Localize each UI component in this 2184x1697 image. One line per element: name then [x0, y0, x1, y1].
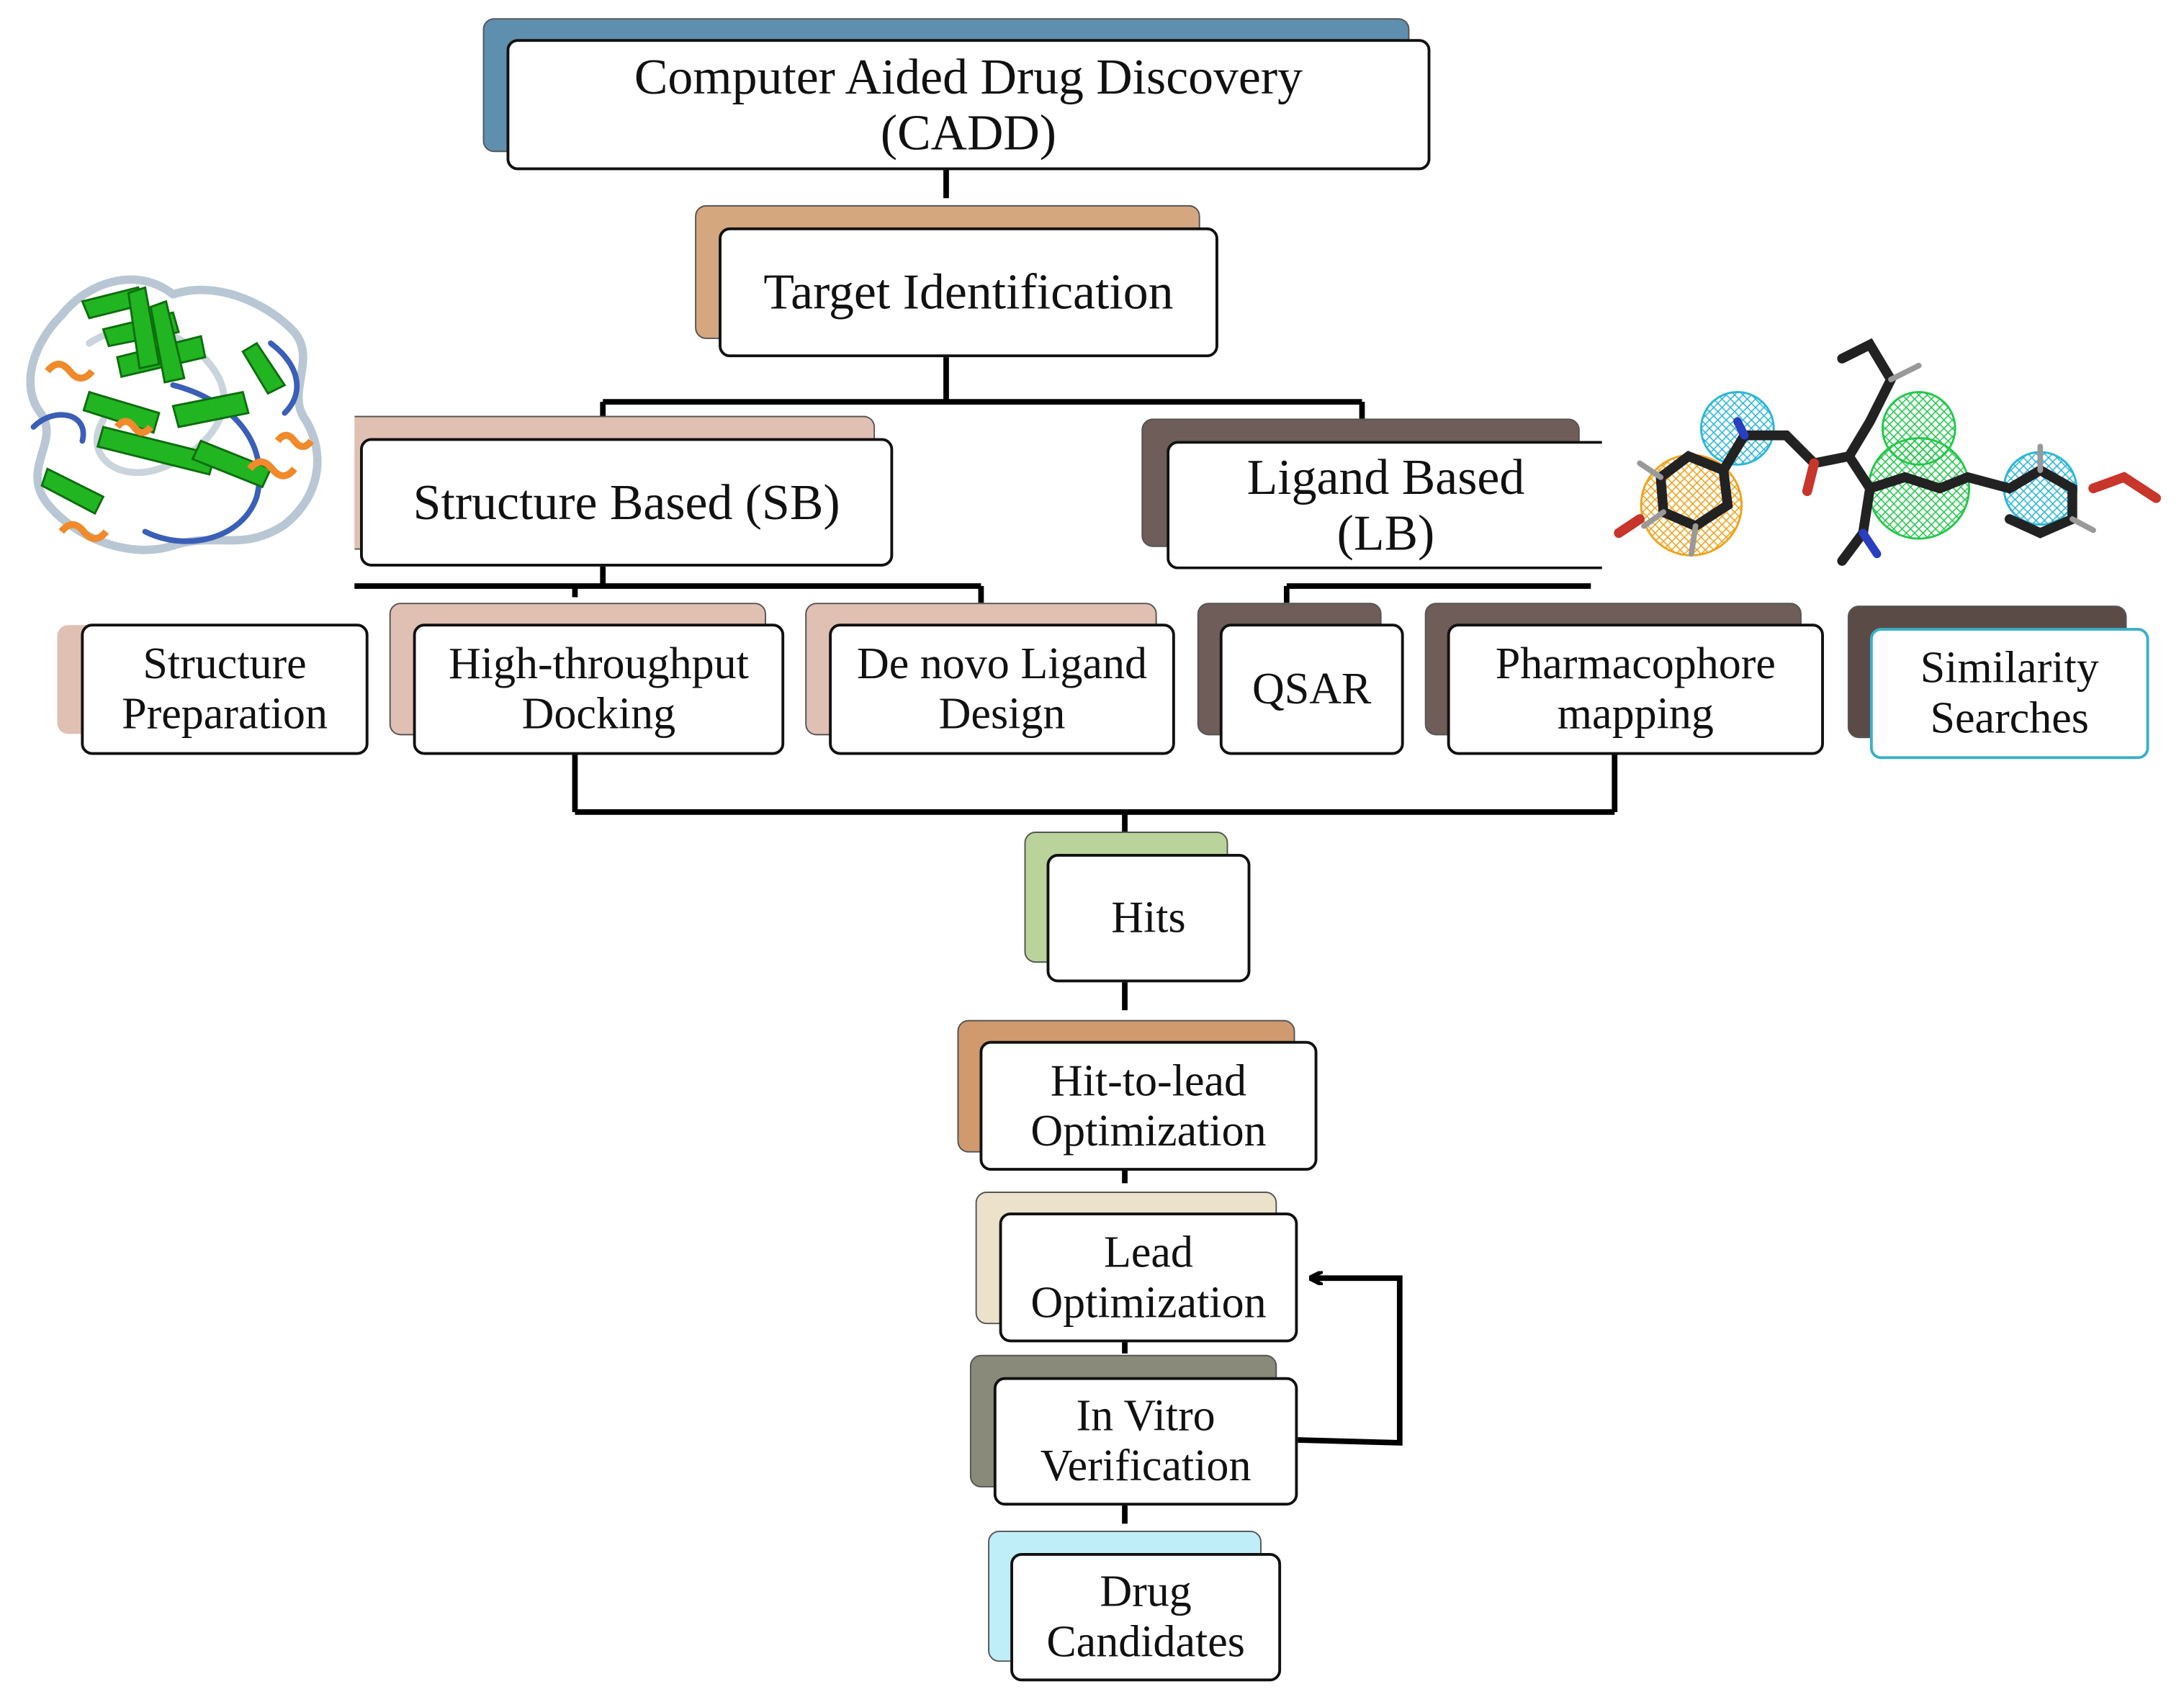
protein-ribbon-icon — [26, 275, 322, 554]
docking-line2: Docking — [521, 688, 676, 739]
lead-optimization-box: Lead Optimization — [999, 1212, 1298, 1343]
cadd-title-line1: Computer Aided Drug Discovery — [634, 48, 1303, 104]
structure-based-box: Structure Based (SB) — [360, 438, 894, 567]
cadd-box: Computer Aided Drug Discovery (CADD) — [506, 39, 1431, 171]
hit-to-lead-box: Hit-to-lead Optimization — [979, 1040, 1318, 1171]
drug-candidates-line1: Drug — [1100, 1565, 1192, 1616]
hits-label: Hits — [1111, 891, 1186, 942]
pharmacophore-line1: Pharmacophore — [1495, 637, 1776, 688]
drug-candidates-line2: Candidates — [1046, 1616, 1245, 1666]
ligand-based-box: Ligand Based (LB) — [1167, 441, 1602, 570]
hit-to-lead-line2: Optimization — [1030, 1104, 1267, 1155]
high-throughput-docking-box: High-throughput Docking — [413, 624, 785, 755]
ligand-based-line2: (LB) — [1336, 505, 1435, 562]
feedback-arrow — [1298, 1278, 1403, 1446]
in-vitro-verification-box: In Vitro Verification — [993, 1377, 1298, 1506]
cadd-title-line2: (CADD) — [880, 104, 1057, 161]
in-vitro-line1: In Vitro — [1076, 1390, 1215, 1441]
structure-preparation-line1: Structure — [143, 637, 307, 688]
target-identification-label: Target Identification — [763, 264, 1174, 320]
denovo-line2: Design — [938, 688, 1066, 739]
target-identification-box: Target Identification — [719, 227, 1218, 358]
similarity-searches-box: Similarity Searches — [1869, 628, 2149, 760]
pharmacophore-line2: mapping — [1557, 688, 1714, 739]
qsar-label: QSAR — [1251, 662, 1372, 714]
de-novo-ligand-design-box: De novo Ligand Design — [829, 624, 1175, 755]
ligand-based-line1: Ligand Based — [1246, 449, 1525, 505]
hits-box: Hits — [1046, 854, 1251, 983]
lead-opt-line2: Optimization — [1030, 1276, 1267, 1327]
qsar-box: QSAR — [1219, 624, 1404, 755]
structure-based-label: Structure Based (SB) — [413, 474, 840, 531]
docking-line1: High-throughput — [448, 637, 749, 688]
lead-opt-line1: Lead — [1103, 1225, 1193, 1277]
similarity-line1: Similarity — [1920, 642, 2099, 693]
structure-preparation-box: Structure Preparation — [81, 624, 369, 755]
denovo-line1: De novo Ligand — [856, 637, 1147, 688]
ligand-pharmacophore-icon — [1614, 338, 2161, 566]
structure-preparation-line2: Preparation — [122, 688, 328, 739]
similarity-line2: Searches — [1930, 692, 2089, 743]
pharmacophore-mapping-box: Pharmacophore mapping — [1447, 624, 1824, 755]
in-vitro-line2: Verification — [1040, 1440, 1251, 1490]
hit-to-lead-line1: Hit-to-lead — [1050, 1054, 1246, 1105]
drug-candidates-box: Drug Candidates — [1010, 1552, 1282, 1682]
